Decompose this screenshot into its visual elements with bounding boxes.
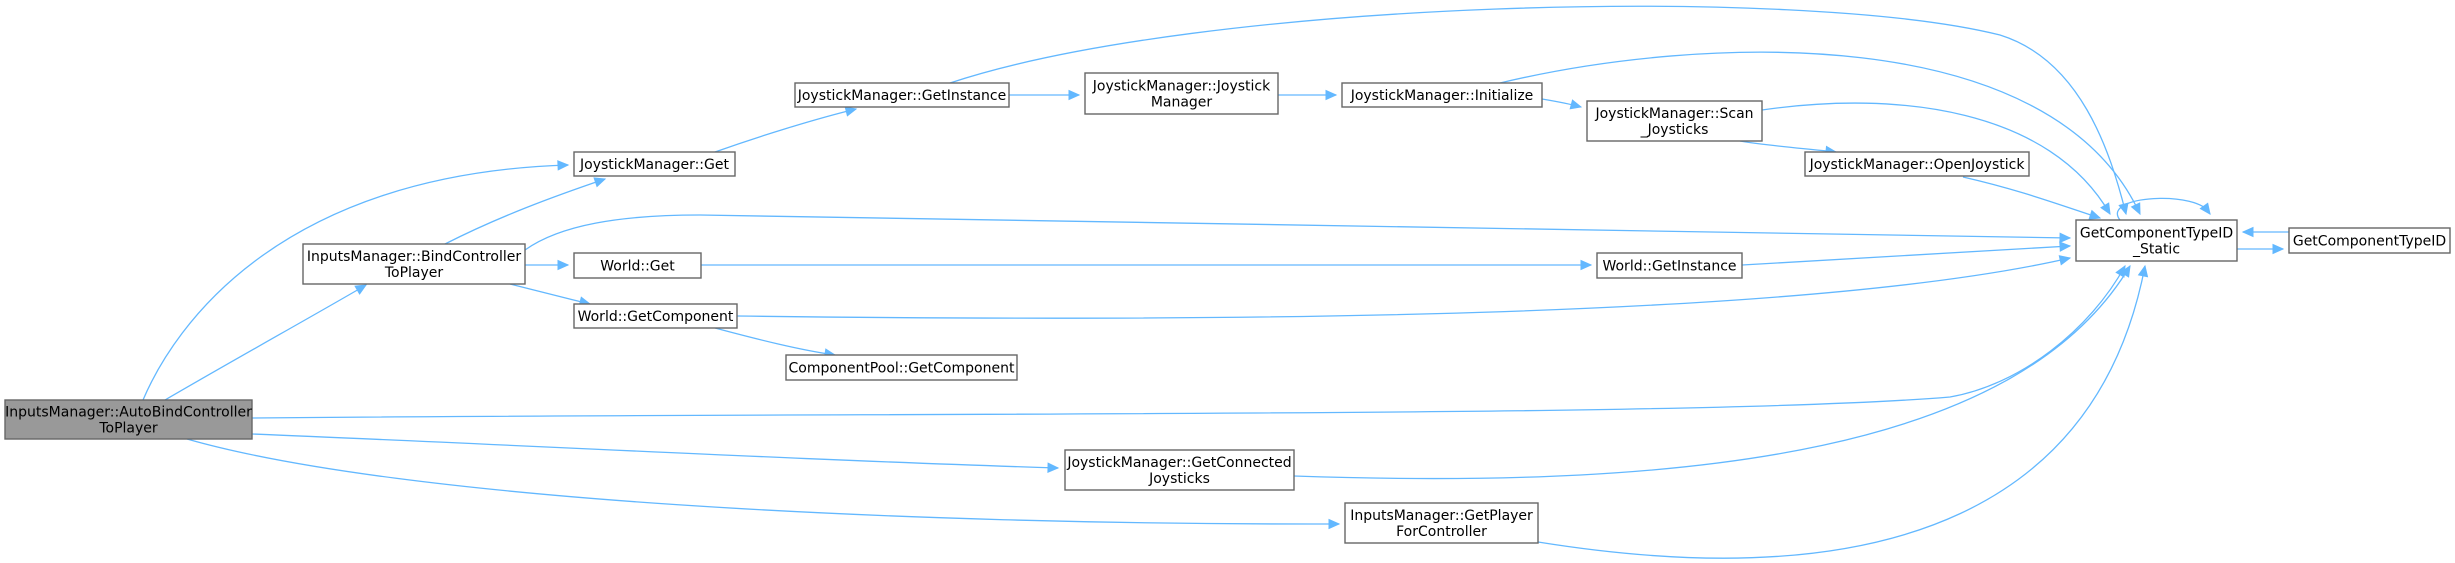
edge-js_open-to-gct_static [1962,176,2102,220]
arrowhead [1047,462,1060,473]
arrowhead [1328,518,1341,530]
node-world-get[interactable]: World::Get [573,252,702,279]
edge-world_getcomp-to-gct_static [736,255,2072,319]
arrowhead [2199,202,2211,215]
edge-auto_bind-to-im_getplayer [186,438,1341,530]
node-js-init[interactable]: JoystickManager::Initialize [1341,82,1543,108]
arrowhead [2272,243,2285,255]
node-label: Manager [1151,95,1213,111]
node-label: World::GetComponent [578,309,734,325]
edge-bind_ctrl-to-world_getcomp [509,283,592,307]
node-label: JoystickManager::GetInstance [797,88,1007,104]
node-label: JoystickManager::Joystick [1092,79,1271,95]
edge-gct-to-gct_static [2241,226,2289,238]
edge-bind_ctrl-to-gct_static [524,214,2072,251]
node-world-getcomp[interactable]: World::GetComponent [573,303,738,329]
node-label: _Joysticks [1640,122,1709,138]
edge-bind_ctrl-to-world_get [525,259,570,271]
edge-js_getinst-to-gct_static [949,5,2129,216]
node-label: World::Get [600,259,675,275]
edge-js_ctor-to-js_init [1278,89,1338,101]
node-pool-getcomp[interactable]: ComponentPool::GetComponent [785,354,1018,381]
node-gct[interactable]: GetComponentTypeID [2288,227,2451,254]
arrowhead [2119,264,2131,278]
arrowhead [557,259,570,271]
arrowhead [844,106,858,117]
node-label: World::GetInstance [1602,259,1736,275]
edge-auto_bind-to-js_connected [251,433,1060,473]
edge-gct_static-to-gct [2237,243,2285,255]
arrowhead [2137,264,2149,278]
arrowhead [593,177,607,188]
node-auto-bind[interactable]: InputsManager::AutoBindControllerToPlaye… [4,399,253,440]
node-label: JoystickManager::GetConnected [1066,455,1291,471]
arrowhead [2241,226,2254,238]
node-label: GetComponentTypeID [2080,226,2233,242]
node-label: JoystickManager::Get [579,157,729,173]
arrowhead [2130,202,2141,216]
edge-gct_static-to-gct_static [2116,197,2211,221]
node-label: ToPlayer [384,265,444,281]
edge-js_init-to-js_scan [1541,98,1583,110]
node-label: JoystickManager::Initialize [1350,88,1534,104]
node-gct-static[interactable]: GetComponentTypeID_Static [2075,219,2238,262]
arrowhead [2058,255,2072,266]
node-label: ForController [1396,524,1487,540]
node-label: JoystickManager::Scan [1594,106,1753,122]
node-js-scan[interactable]: JoystickManager::Scan_Joysticks [1586,100,1763,142]
node-label: InputsManager::GetPlayer [1350,508,1533,524]
arrowhead [2059,232,2072,244]
edge-js_scan-to-gct_static [1761,102,2111,216]
node-js-ctor[interactable]: JoystickManager::JoystickManager [1084,72,1279,115]
arrowhead [2059,241,2072,252]
arrowhead [557,160,570,171]
edge-world_get-to-world_getinst [701,259,1593,271]
arrowhead [2088,209,2102,220]
arrowhead [1068,89,1081,101]
edge-js_getinst-to-js_ctor [1009,89,1081,101]
node-label: ToPlayer [98,421,158,437]
edges-layer [142,5,2289,559]
node-label: ComponentPool::GetComponent [789,361,1015,377]
edge-js_get-to-js_getinst [714,106,858,153]
arrowhead [1580,259,1593,271]
node-js-open[interactable]: JoystickManager::OpenJoystick [1804,151,2030,177]
arrowhead [2118,202,2129,216]
node-label: InputsManager::BindController [307,249,521,265]
edge-auto_bind-to-js_get [142,160,570,401]
arrowhead [354,284,368,295]
node-label: GetComponentTypeID [2293,234,2446,250]
edge-bind_ctrl-to-js_get [444,177,607,245]
edge-auto_bind-to-gct_static [251,264,2126,419]
edge-world_getcomp-to-pool_getcomp [714,327,837,359]
node-label: InputsManager::AutoBindController [5,405,252,421]
node-label: _Static [2132,242,2180,258]
node-js-getinst[interactable]: JoystickManager::GetInstance [794,82,1010,108]
node-js-get[interactable]: JoystickManager::Get [573,151,736,177]
arrowhead [1325,89,1338,101]
node-label: Joysticks [1148,471,1210,487]
node-label: JoystickManager::OpenJoystick [1809,157,2026,173]
edge-auto_bind-to-bind_ctrl [164,284,368,401]
arrowhead [2100,202,2111,216]
edge-im_getplayer-to-gct_static [1537,264,2149,559]
arrowhead [1569,99,1583,110]
edge-world_getinst-to-gct_static [1741,241,2072,266]
nodes-layer: InputsManager::AutoBindControllerToPlaye… [4,72,2451,544]
edge-js_init-to-gct_static [1499,51,2141,216]
node-world-getinst[interactable]: World::GetInstance [1596,252,1743,279]
edge-js_connected-to-gct_static [1293,264,2131,480]
